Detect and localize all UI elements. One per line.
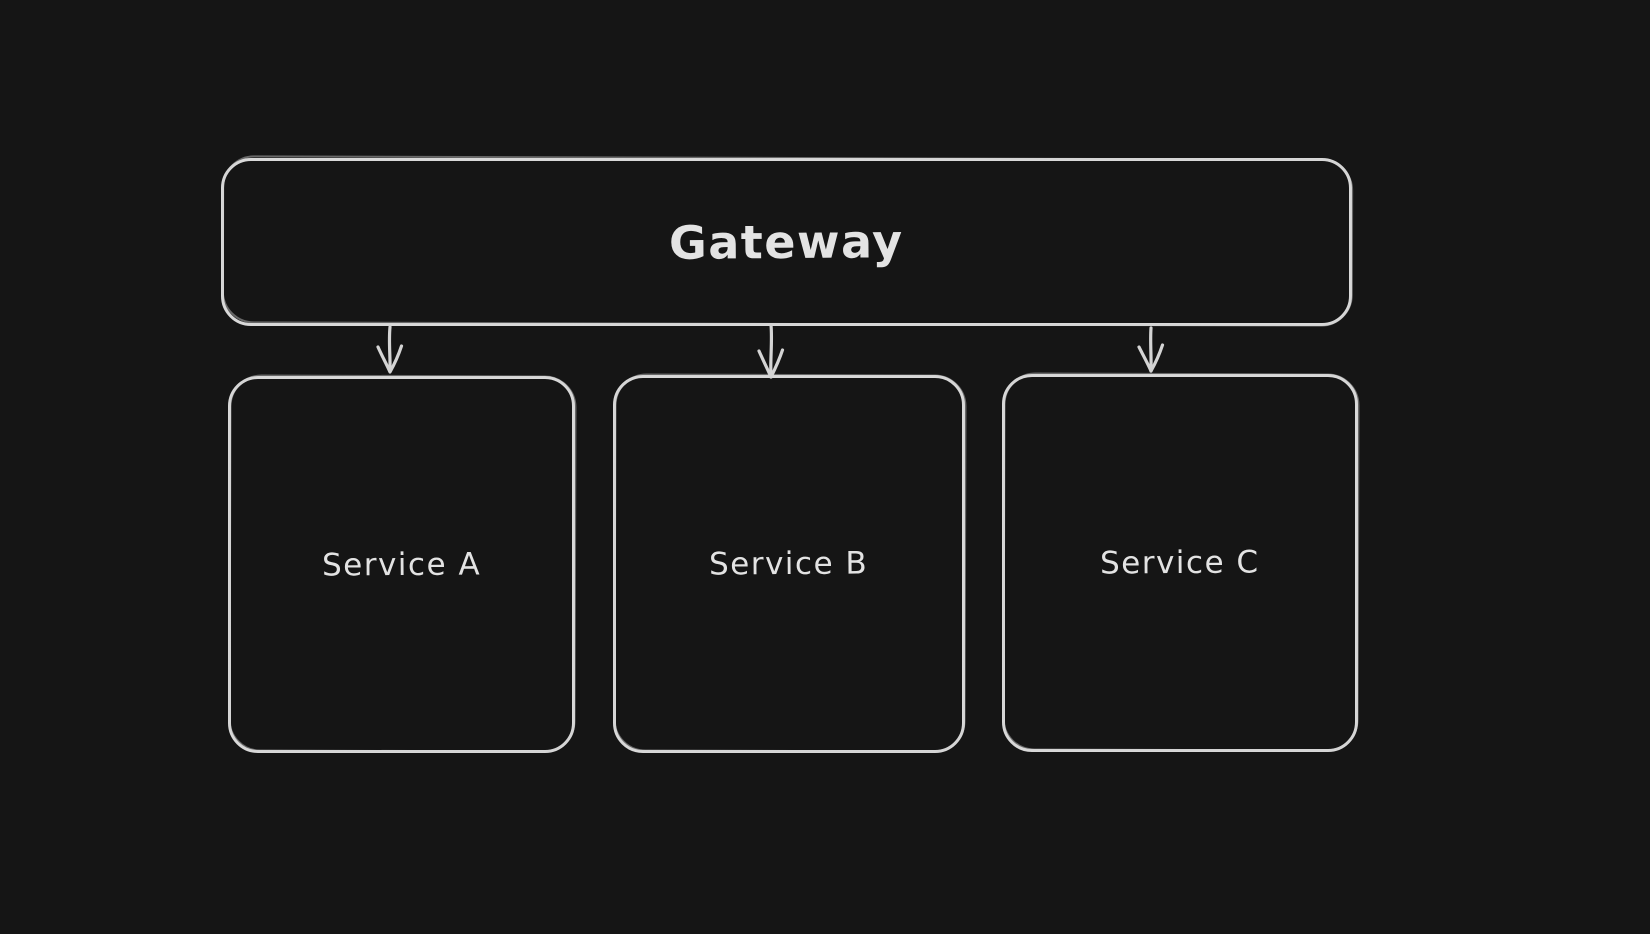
node-gateway-label: Gateway <box>669 214 904 270</box>
node-service-c-label: Service C <box>1100 544 1260 582</box>
node-gateway[interactable]: Gateway <box>221 158 1352 326</box>
node-service-a[interactable]: Service A <box>228 376 575 753</box>
arrow-gateway-to-service-b[interactable] <box>757 323 785 379</box>
node-service-a-label: Service A <box>321 545 482 584</box>
arrow-gateway-to-service-c[interactable] <box>1137 326 1165 373</box>
node-service-b[interactable]: Service B <box>613 375 965 753</box>
arrow-gateway-to-service-a[interactable] <box>376 325 404 374</box>
node-service-c[interactable]: Service C <box>1002 374 1358 752</box>
node-service-b-label: Service B <box>709 545 869 583</box>
